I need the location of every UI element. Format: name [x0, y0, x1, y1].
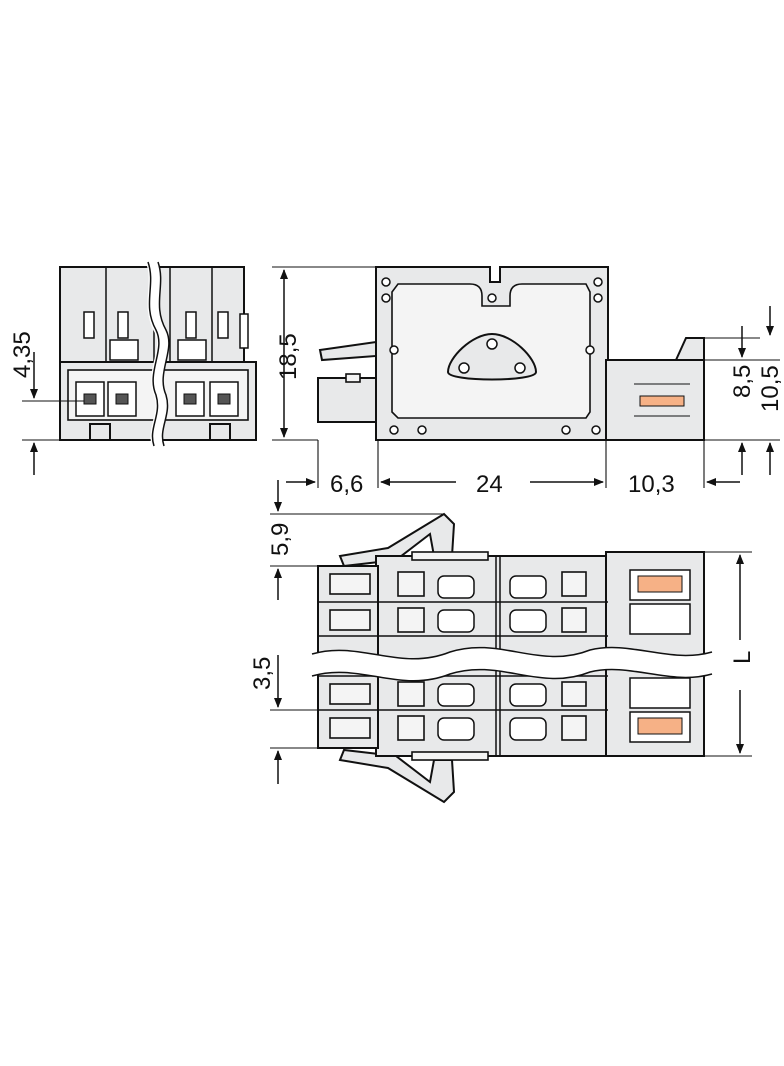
top-orange-marker-1 [637, 575, 683, 593]
top-orange-marker-2 [637, 717, 683, 735]
top-rows [318, 556, 691, 756]
dim-right-height: 10,5 [757, 365, 784, 412]
dim-right-length: 10,3 [628, 471, 675, 498]
top-view [270, 480, 752, 804]
dim-pitch: 3,5 [249, 657, 276, 690]
front-contact-cells [75, 381, 239, 417]
dim-top-offset: 5,9 [267, 523, 294, 556]
dim-height: 18,5 [275, 333, 302, 380]
dim-left-offset: 6,6 [330, 471, 363, 498]
dim-length: L [729, 651, 756, 664]
dim-small-height: 8,5 [729, 365, 756, 398]
dim-front-pitch: 4,35 [9, 331, 36, 378]
dim-body-length: 24 [476, 471, 503, 498]
side-orange-marker [639, 395, 685, 407]
front-view [22, 260, 257, 475]
side-view [272, 266, 780, 488]
